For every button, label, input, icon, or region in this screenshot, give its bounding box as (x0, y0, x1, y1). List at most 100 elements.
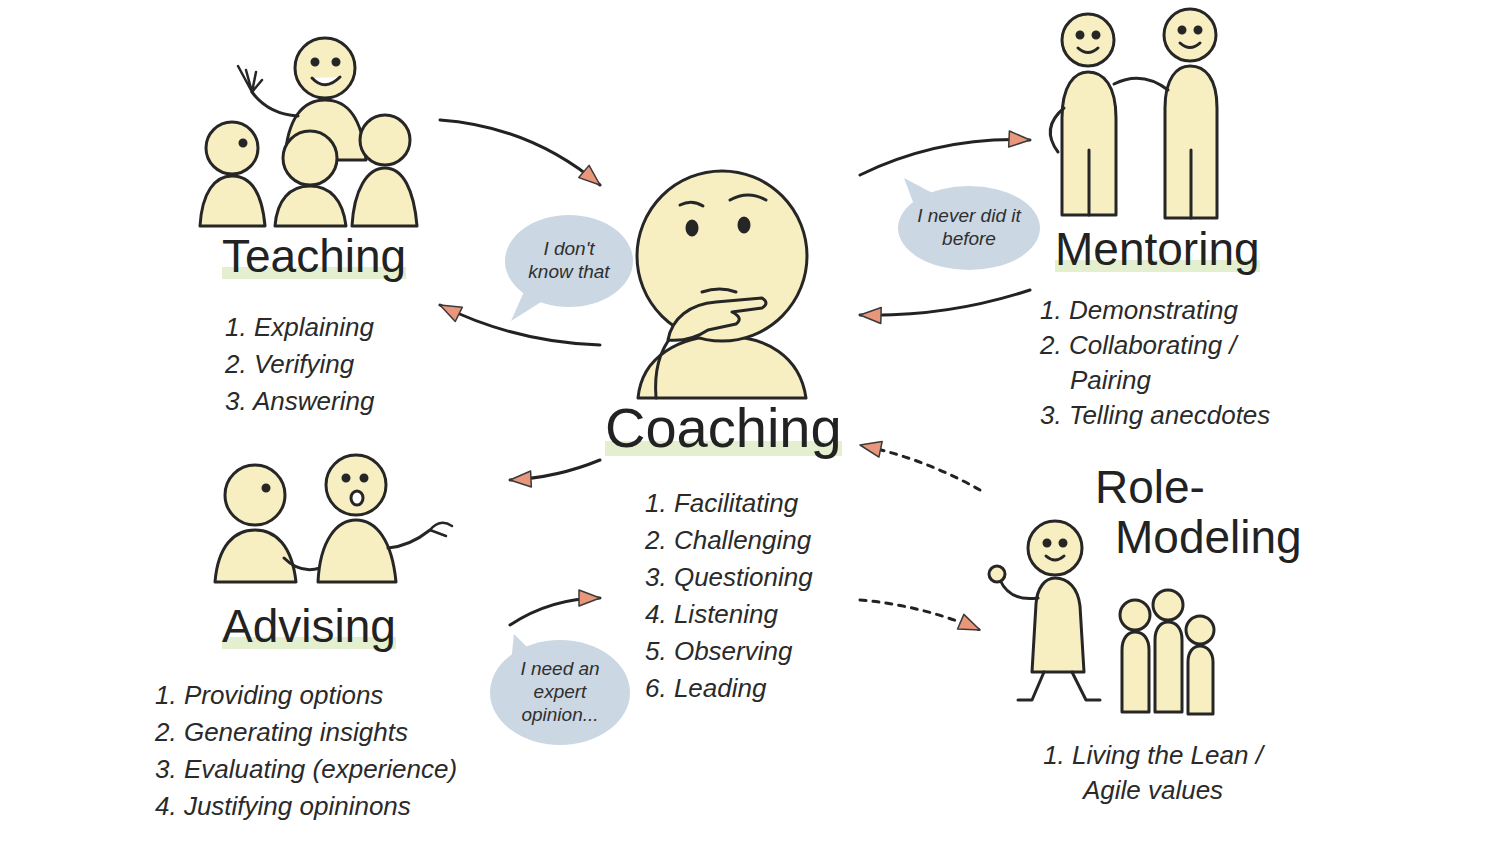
list-item: 4. Listening (645, 597, 778, 632)
bubble-ellipse (490, 640, 630, 745)
list-item: 2. Collaborating / Pairing (1040, 328, 1300, 398)
coach-figure-part (730, 195, 766, 200)
bubble-text: I never did it before (913, 205, 1025, 251)
role-model-figure-part (1044, 540, 1050, 546)
student-figure-part (352, 168, 417, 226)
teacher-figure-part (238, 66, 262, 92)
bubble-text: I don't know that (520, 238, 618, 284)
list-item: 5. Observing (645, 634, 792, 669)
speech-bubble: I need an expert opinion... (490, 640, 630, 745)
section-heading: Teaching (222, 230, 406, 283)
mentor-pair-figure-part (1050, 108, 1064, 152)
role-model-figure-part (1018, 672, 1100, 700)
role-section: Role-Modeling 1. Living the Lean / Agile … (980, 462, 1311, 817)
mentor-pair-figure-part (1114, 78, 1168, 90)
list-item: 3. Questioning (645, 560, 813, 595)
list-item: 1. Facilitating (645, 486, 798, 521)
teacher-figure-part (252, 92, 298, 116)
section-heading: Role-Modeling (1095, 462, 1305, 562)
connector-arrow (860, 445, 980, 490)
connector-arrow (860, 600, 980, 630)
follower-figures (1120, 590, 1214, 714)
connector-arrow (510, 598, 600, 625)
role-model-figure-part (1060, 540, 1066, 546)
illustrations-part (200, 9, 1217, 714)
list-item: 3. Answering (225, 384, 374, 419)
role-model-figure-part (1046, 556, 1064, 560)
list-item: 1. Demonstrating (1040, 293, 1238, 328)
student-figure-part (240, 140, 246, 146)
advisor-pair-figure-part (263, 485, 269, 491)
follower-figures-part (1122, 632, 1149, 712)
advisor-pair-figure-part (430, 523, 452, 536)
mentor-pair-figure-part (1062, 72, 1116, 215)
advisor-pair-figure-part (351, 491, 363, 505)
student-figure-part (360, 115, 410, 165)
role-section: Advising 1. Providing options2. Generatin… (140, 445, 510, 830)
mentor-pair-figure-part (1164, 9, 1216, 61)
follower-figures-part (1155, 622, 1182, 712)
section-heading: Advising (222, 600, 396, 653)
coach-figure-part (668, 298, 766, 340)
teacher-figure-part (312, 59, 318, 65)
advisor-pair-figure-part (225, 465, 285, 525)
coach-figure-part (702, 289, 736, 292)
student-figure-part (206, 122, 258, 174)
role-model-figure-part (1032, 578, 1084, 672)
list-item: 4. Justifying opininons (155, 789, 411, 824)
list-item: 1. Living the Lean / Agile values (1018, 738, 1288, 808)
coach-figure-part (637, 171, 807, 341)
teacher-figure-part (333, 59, 339, 65)
mentor-pair-figure-part (1190, 150, 1193, 218)
mentor-pair-figure (1050, 9, 1217, 218)
mentor-pair-figure-part (1077, 32, 1083, 38)
student-figure-part (275, 186, 346, 226)
coach-figure-part (638, 336, 806, 398)
advisor-pair-figure-part (361, 475, 367, 481)
connector-arrow (860, 290, 1030, 315)
coach-figure-part (680, 202, 703, 206)
list-item: 2. Challenging (645, 523, 811, 558)
role-model-figure-part (1028, 521, 1082, 575)
follower-figures-part (1153, 590, 1183, 620)
list-item: 1. Explaining (225, 310, 374, 345)
connector-arrow (510, 460, 600, 480)
coach-figure-part (656, 336, 672, 398)
advisor-pair-figure-part (326, 455, 386, 515)
role-section: Teaching 1. Explaining2. Verifying3. Answ… (150, 30, 440, 425)
list-item: 3. Evaluating (experience) (155, 752, 457, 787)
coach-figure-part (687, 221, 697, 235)
mentor-pair-figure-part (1195, 27, 1201, 33)
list-item: 2. Generating insights (155, 715, 408, 750)
connector-arrow (440, 120, 600, 185)
advisor-pair-figure-part (215, 530, 296, 582)
bubble-text: I need an expert opinion... (505, 658, 615, 726)
role-section: Mentoring 1. Demonstrating2. Collaboratin… (1030, 5, 1306, 445)
advisor-pair-figure-part (388, 530, 430, 548)
mentor-pair-figure-part (1180, 43, 1200, 48)
teacher-figure-part (295, 38, 355, 98)
speech-bubble: I don't know that (505, 215, 633, 307)
role-model-figure-part (989, 566, 1005, 582)
role-model-figure-part (1000, 580, 1038, 599)
student-figure (200, 115, 417, 226)
student-figure-part (200, 176, 265, 226)
mentor-pair-figure-part (1093, 32, 1099, 38)
role-section: Coaching1. Facilitating2. Challenging3. … (600, 160, 860, 712)
advisor-pair-figure-part (318, 520, 396, 582)
mentor-pair-figure-part (1062, 14, 1114, 66)
speech-bubble: I never did it before (898, 186, 1040, 270)
list-item: 1. Providing options (155, 678, 383, 713)
follower-figures-part (1188, 646, 1213, 714)
role-model-figure (989, 521, 1100, 700)
mentor-pair-figure-part (1165, 66, 1217, 218)
mentor-pair-figure-part (1088, 150, 1091, 215)
student-figure-part (283, 131, 337, 185)
list-item: 2. Verifying (225, 347, 354, 382)
teacher-figure-part (312, 77, 340, 85)
follower-figures-part (1186, 616, 1214, 644)
follower-figures-part (1120, 600, 1150, 630)
coach-figure (637, 171, 807, 398)
section-heading: Mentoring (1055, 223, 1260, 276)
